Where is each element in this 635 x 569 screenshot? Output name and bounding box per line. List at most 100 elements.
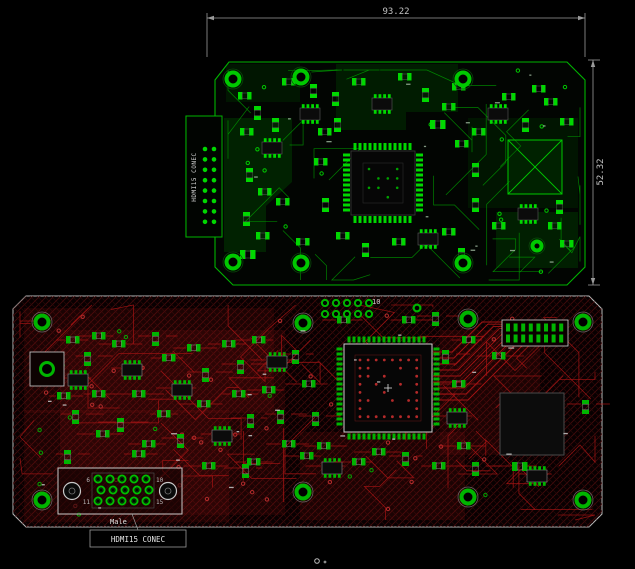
smd-component[interactable] <box>238 92 252 100</box>
smd-component[interactable] <box>472 163 479 177</box>
smd-component[interactable] <box>421 462 457 470</box>
smd-component[interactable] <box>137 332 178 346</box>
smd-component[interactable] <box>417 229 439 249</box>
smd-component[interactable] <box>493 462 537 471</box>
smd-component[interactable] <box>235 336 274 344</box>
connector-name-label[interactable]: HDMI15 CONEC <box>89 529 187 548</box>
smd-component[interactable] <box>98 340 143 348</box>
smd-component[interactable] <box>472 128 486 136</box>
smd-component[interactable] <box>334 118 341 132</box>
mounting-hole[interactable] <box>452 252 474 274</box>
smd-component[interactable] <box>258 188 272 196</box>
mounting-hole[interactable] <box>292 481 314 503</box>
smd-component[interactable] <box>556 200 563 214</box>
mounting-hole[interactable] <box>572 311 594 333</box>
smd-component[interactable] <box>60 410 104 424</box>
smd-component[interactable] <box>113 390 164 398</box>
smd-component[interactable] <box>224 464 263 478</box>
smd-component[interactable] <box>48 392 84 400</box>
smd-component[interactable] <box>502 93 516 101</box>
smd-component[interactable] <box>296 238 310 246</box>
smd-component[interactable] <box>332 92 339 106</box>
smd-component[interactable] <box>78 332 114 340</box>
bottom-board-main-ic[interactable] <box>336 336 440 440</box>
smd-component[interactable] <box>476 352 524 360</box>
smd-component[interactable] <box>455 140 469 148</box>
smd-component[interactable] <box>354 448 402 456</box>
left-chip[interactable] <box>29 351 65 387</box>
smd-component[interactable] <box>247 386 284 394</box>
smd-component[interactable] <box>352 78 366 86</box>
fiducial-crossed-square[interactable] <box>507 139 563 195</box>
smd-component[interactable] <box>566 400 610 414</box>
smd-component[interactable] <box>451 336 483 344</box>
mounting-hole[interactable] <box>457 486 479 508</box>
smd-component[interactable] <box>522 118 529 132</box>
smd-component[interactable] <box>298 412 341 426</box>
mounting-hole[interactable] <box>290 66 312 88</box>
smd-component[interactable] <box>75 352 113 366</box>
mounting-hole[interactable] <box>457 308 479 330</box>
smd-component[interactable] <box>518 466 552 486</box>
smd-component[interactable] <box>285 380 328 388</box>
smd-component[interactable] <box>266 440 310 448</box>
smd-component[interactable] <box>304 442 347 450</box>
smd-component[interactable] <box>272 118 279 132</box>
bottom-board[interactable]: 10 6 10 11 15 Male HDMI15 CONEC <box>12 295 610 548</box>
smd-component[interactable] <box>98 418 149 432</box>
smd-component[interactable] <box>280 350 314 364</box>
smd-component[interactable] <box>173 344 218 352</box>
smd-component[interactable] <box>55 450 90 464</box>
bottom-right-dark-region[interactable] <box>499 392 565 456</box>
smd-component[interactable] <box>492 222 506 230</box>
mounting-hole[interactable] <box>222 251 244 273</box>
smd-component[interactable] <box>246 168 253 182</box>
mounting-hole[interactable] <box>528 237 546 255</box>
smd-component[interactable] <box>430 120 446 129</box>
smd-component[interactable] <box>243 212 250 226</box>
smd-component[interactable] <box>333 458 373 466</box>
smd-component[interactable] <box>314 158 328 166</box>
smd-component[interactable] <box>362 243 369 257</box>
smd-component[interactable] <box>123 450 158 458</box>
smd-component[interactable] <box>299 104 321 124</box>
right-top-connector[interactable] <box>501 319 569 347</box>
mounting-hole[interactable] <box>222 68 244 90</box>
smd-component[interactable] <box>305 458 346 478</box>
mounting-hole[interactable] <box>572 489 594 511</box>
smd-component[interactable] <box>322 316 363 324</box>
smd-component[interactable] <box>83 390 115 398</box>
smd-component[interactable] <box>442 228 456 236</box>
smd-component[interactable] <box>207 340 246 348</box>
height-dimension[interactable]: 52.32 <box>588 59 606 286</box>
smd-component[interactable] <box>442 103 456 111</box>
width-dimension[interactable]: 93.22 <box>206 7 586 57</box>
smd-component[interactable] <box>336 232 350 240</box>
smd-component[interactable] <box>282 78 296 86</box>
smd-component[interactable] <box>178 400 223 408</box>
smd-component[interactable] <box>422 88 429 102</box>
smd-component[interactable] <box>111 360 145 380</box>
smd-component[interactable] <box>240 250 256 259</box>
smd-component[interactable] <box>150 354 184 362</box>
smd-component[interactable] <box>310 84 317 98</box>
smd-component[interactable] <box>390 316 433 324</box>
smd-component[interactable] <box>472 198 479 212</box>
smd-component[interactable] <box>161 434 204 448</box>
smd-component[interactable] <box>183 462 229 470</box>
smd-component[interactable] <box>250 352 299 372</box>
top-board[interactable]: HDMI15 CONEC <box>185 61 586 286</box>
top-board-main-ic[interactable] <box>343 143 423 223</box>
smd-component[interactable] <box>318 128 332 136</box>
top-board-connector[interactable]: HDMI15 CONEC <box>185 115 223 238</box>
mounting-hole[interactable] <box>452 68 474 90</box>
smd-component[interactable] <box>544 98 558 106</box>
smd-component[interactable] <box>156 380 197 400</box>
hd15-connector[interactable]: 6 10 11 15 Male HDMI15 CONEC <box>57 467 187 548</box>
smd-component[interactable] <box>221 360 267 374</box>
smd-component[interactable] <box>265 410 307 424</box>
smd-component[interactable] <box>77 430 124 438</box>
mounting-hole[interactable] <box>290 252 312 274</box>
smd-component[interactable] <box>187 368 233 382</box>
